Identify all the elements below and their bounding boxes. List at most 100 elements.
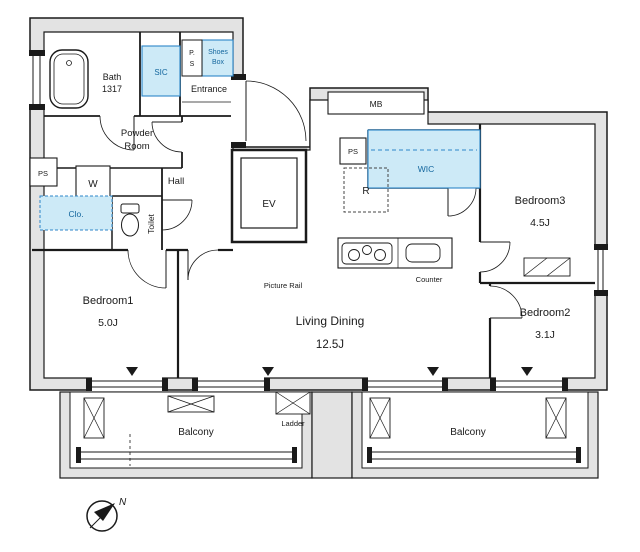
washer-label: W	[88, 179, 98, 190]
wall-stub	[594, 290, 608, 296]
wall-stub	[594, 244, 608, 250]
sink-icon	[405, 243, 441, 263]
wall-stub	[562, 378, 568, 391]
powder-room-label-1: Powder	[121, 128, 153, 139]
burner	[374, 249, 386, 261]
wall-stub	[86, 378, 92, 391]
marker-triangle	[521, 367, 533, 376]
elevator-shaft: EV	[230, 148, 308, 244]
pipe-space-entrance	[181, 39, 203, 77]
wall-stub	[231, 142, 246, 148]
bedroom3-label: Bedroom3	[515, 195, 566, 207]
window-gap	[92, 377, 162, 391]
meter-box	[327, 91, 425, 115]
ps-entrance-label-1: P.	[189, 50, 195, 57]
bathtub-inner	[53, 53, 85, 105]
powder-door-arc	[151, 121, 183, 153]
railing-post	[292, 447, 297, 463]
opening-markers	[126, 367, 533, 376]
door-opening	[231, 80, 246, 142]
toilet-icon	[120, 203, 140, 237]
balcony-right-details	[367, 397, 581, 463]
window-gap	[368, 377, 442, 391]
railing-post	[76, 447, 81, 463]
ps-left-label: PS	[38, 169, 48, 178]
bedroom1-size-label: 5.0J	[98, 317, 118, 329]
toilet-label: Toilet	[146, 213, 156, 233]
mb-label: MB	[370, 99, 383, 109]
window-gap	[496, 377, 562, 391]
refrigerator-space	[343, 167, 389, 213]
marker-triangle	[427, 367, 439, 376]
toilet-bowl	[121, 213, 139, 237]
powder-room-label-2: Room	[124, 141, 149, 152]
sic-label: SIC	[154, 68, 168, 77]
window-gap	[29, 56, 45, 104]
shoes-box-label-2: Box	[212, 59, 225, 66]
living-dining-label: Living Dining	[296, 314, 365, 328]
wall-stub	[162, 378, 168, 391]
railing-post	[576, 447, 581, 463]
kitchen-counter	[337, 237, 453, 269]
toilet-door-arc	[161, 199, 193, 231]
bath-label: Bath	[103, 72, 122, 82]
bathtub-drain	[66, 60, 72, 66]
pipe-space-kitchen	[339, 137, 367, 165]
marker-triangle	[262, 367, 274, 376]
window-bedroom1	[86, 377, 168, 391]
wall-stub	[29, 50, 45, 56]
window-bedroom3-east	[594, 244, 608, 296]
entrance-label: Entrance	[191, 84, 227, 94]
ladder-cross	[275, 391, 311, 415]
ladder-hatch: Ladder	[275, 391, 311, 428]
door-arc	[245, 80, 307, 142]
bath-size-label: 1317	[102, 84, 122, 94]
ev-label: EV	[262, 199, 276, 210]
counter-label: Counter	[416, 275, 443, 284]
stove-top	[341, 242, 393, 265]
window-gap	[594, 250, 608, 290]
closet-door-fold	[523, 257, 548, 277]
bedroom1-door-arc	[127, 249, 167, 289]
railing-post	[367, 447, 372, 463]
window-gap	[198, 377, 264, 391]
wall-stub	[264, 378, 270, 391]
compass-needle	[94, 503, 115, 521]
bedroom2-door-arc	[489, 285, 523, 319]
bedroom3-closet-door	[523, 257, 571, 277]
bedroom3-size-label: 4.5J	[530, 217, 550, 229]
balcony-right-label: Balcony	[450, 427, 486, 438]
marker-triangle	[126, 367, 138, 376]
bedroom2-size-label: 3.1J	[535, 329, 555, 341]
ac-unit-cross	[545, 397, 567, 439]
entrance-door	[231, 74, 307, 148]
picture-rail-label: Picture Rail	[264, 281, 303, 290]
wic-label: WIC	[418, 164, 435, 174]
balcony-left-details	[76, 395, 297, 466]
wic-rect	[367, 129, 481, 189]
wall-stub	[490, 378, 496, 391]
wall-stub	[231, 74, 246, 80]
closet-door-fold	[546, 257, 571, 277]
wall-stub	[362, 378, 368, 391]
shoes-box-area	[201, 39, 234, 77]
hall-label: Hall	[168, 176, 184, 187]
wall-stub	[29, 104, 45, 110]
toilet-tank	[120, 203, 140, 214]
refrigerator-label: R	[362, 186, 369, 197]
ac-unit-cross	[83, 397, 105, 439]
closet-area	[39, 195, 113, 231]
wall-stub	[442, 378, 448, 391]
balcony-center-column	[311, 391, 353, 479]
closet-door-rect	[523, 257, 571, 277]
doors	[99, 115, 523, 319]
bathtub-icon	[49, 49, 89, 109]
balcony-left-label: Balcony	[178, 427, 214, 438]
bedroom3-door-arc	[479, 241, 511, 273]
ac-unit-cross	[369, 397, 391, 439]
pipe-space-left	[29, 157, 58, 187]
window-bath-west	[29, 50, 45, 110]
sic-area	[141, 45, 181, 97]
